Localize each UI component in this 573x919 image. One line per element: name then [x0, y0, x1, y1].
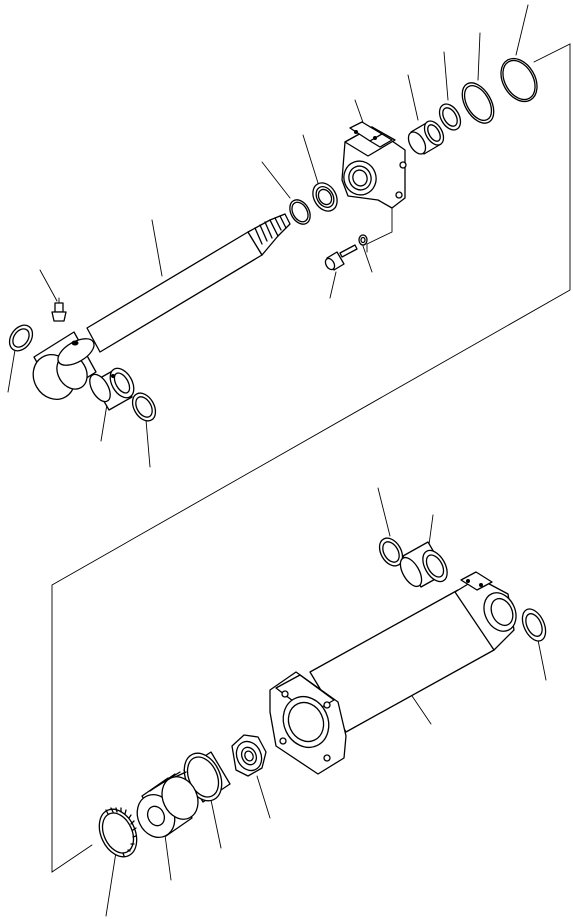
- rod-dust-seal-icon: [131, 392, 157, 422]
- o-ring-icon: [500, 57, 538, 103]
- wiper-seal-icon: [8, 324, 34, 352]
- piston-ring-icon: [98, 807, 138, 858]
- cylinder-tube-icon: [269, 571, 517, 775]
- lock-washer-icon: [358, 234, 368, 246]
- piston-icon: [136, 771, 199, 838]
- backup-ring-icon: [461, 82, 495, 124]
- bottom-bushing-icon: [399, 541, 448, 588]
- bottom-dust-seal-icon: [378, 537, 404, 567]
- piston-rod-icon: [32, 213, 291, 400]
- cylinder-head-icon: [341, 121, 407, 209]
- head-bushing-icon: [407, 120, 445, 155]
- buffer-ring-icon: [438, 103, 462, 131]
- grease-fitting-icon: [51, 297, 67, 322]
- tube-dust-seal-icon: [521, 608, 547, 642]
- rod-packing-icon: [312, 182, 338, 212]
- leader-lines: [7, 4, 547, 917]
- rod-bushing-icon: [89, 367, 135, 411]
- bolt-icon: [324, 244, 358, 271]
- piston-nut-icon: [231, 734, 267, 777]
- snap-ring-icon: [289, 199, 311, 225]
- assembly-bracket-lines: [51, 43, 571, 873]
